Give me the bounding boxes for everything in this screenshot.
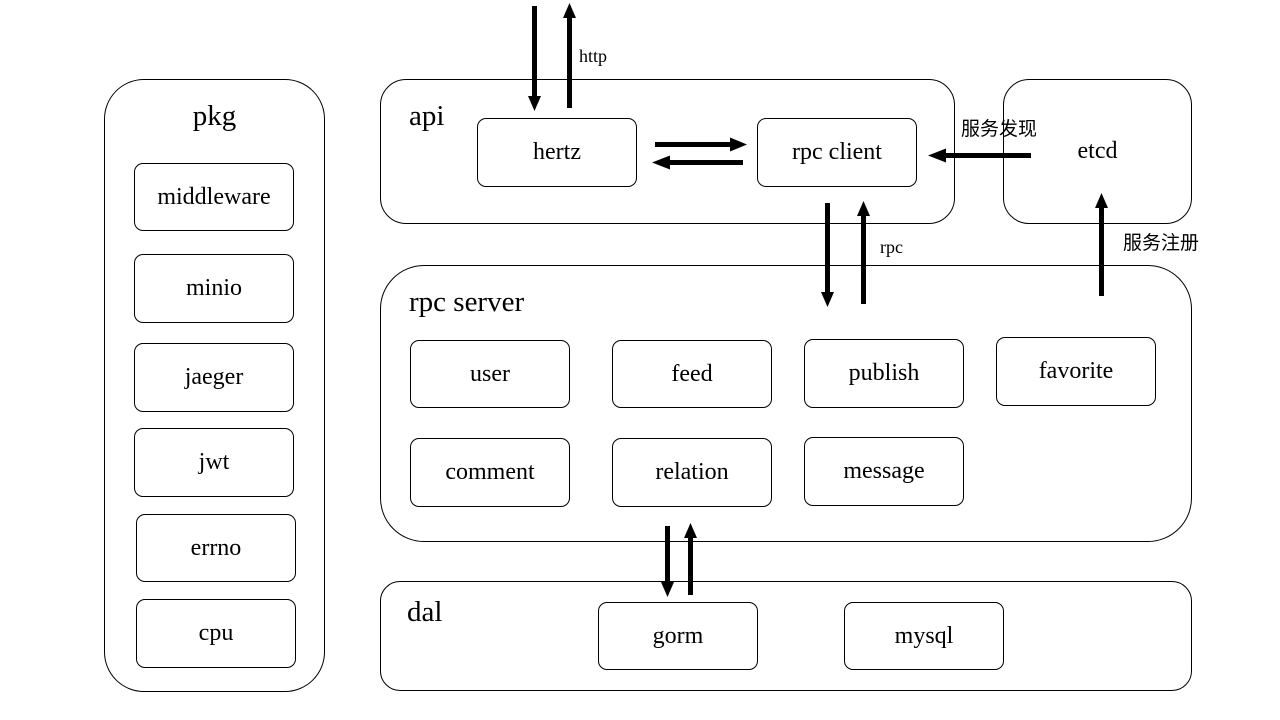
pkg-item-jwt: jwt [134, 428, 294, 497]
etcd-panel: etcd [1003, 79, 1192, 224]
service-discovery-label: 服务发现 [961, 118, 1038, 140]
service-relation: relation [612, 438, 772, 507]
service-registration-label: 服务注册 [1123, 232, 1200, 254]
mysql-box: mysql [844, 602, 1004, 670]
service-comment: comment [410, 438, 570, 507]
pkg-item-jaeger: jaeger [134, 343, 294, 412]
service-favorite: favorite [996, 337, 1156, 406]
pkg-item-minio: minio [134, 254, 294, 323]
etcd-label: etcd [1077, 138, 1118, 164]
gorm-box: gorm [598, 602, 758, 670]
pkg-item-errno: errno [136, 514, 296, 582]
pkg-item-middleware: middleware [134, 163, 294, 231]
dal-title: dal [407, 596, 443, 628]
http-label: http [579, 46, 608, 66]
rpc-label: rpc [880, 237, 903, 257]
api-title: api [409, 100, 445, 132]
pkg-title: pkg [192, 100, 237, 132]
service-publish: publish [804, 339, 964, 408]
service-feed: feed [612, 340, 772, 408]
rpc-server-title: rpc server [409, 286, 525, 318]
service-user: user [410, 340, 570, 408]
service-message: message [804, 437, 964, 506]
hertz-box: hertz [477, 118, 637, 187]
rpc-client-box: rpc client [757, 118, 917, 187]
dal-panel: dal [380, 581, 1192, 691]
pkg-item-cpu: cpu [136, 599, 296, 668]
